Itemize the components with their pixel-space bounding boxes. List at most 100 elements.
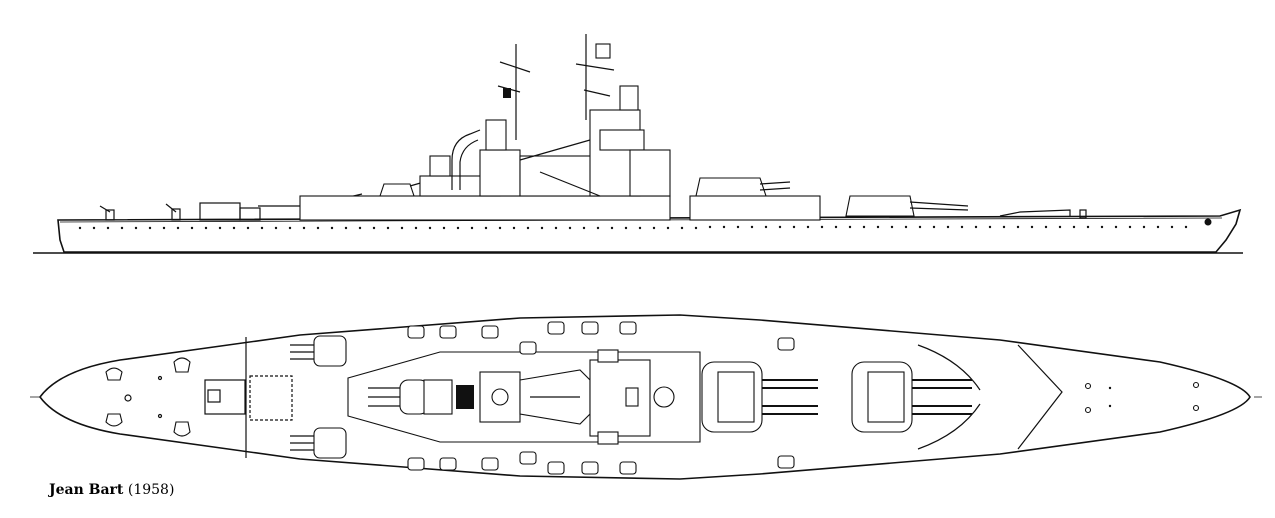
side-profile-view — [33, 34, 1243, 254]
porthole — [1114, 225, 1118, 229]
porthole — [526, 226, 530, 230]
porthole — [582, 226, 586, 230]
porthole — [722, 225, 726, 229]
porthole — [498, 226, 502, 230]
aa-mount — [581, 321, 599, 335]
aft-deck-fittings — [99, 202, 300, 221]
porthole — [960, 225, 964, 229]
aft-gun-mounts — [105, 357, 191, 437]
porthole — [890, 225, 894, 229]
masts — [497, 34, 615, 140]
porthole — [1184, 225, 1188, 229]
porthole — [596, 226, 600, 230]
porthole — [1072, 225, 1076, 229]
aa-mount — [439, 457, 457, 471]
drawing-caption: Jean Bart (1958) — [49, 482, 174, 498]
aa-mount — [777, 337, 795, 351]
porthole — [372, 226, 376, 230]
porthole — [134, 226, 138, 230]
porthole — [624, 226, 628, 230]
porthole — [218, 226, 222, 230]
porthole — [330, 226, 334, 230]
porthole — [386, 226, 390, 230]
porthole — [680, 226, 684, 230]
funnel-top — [456, 385, 474, 409]
porthole — [862, 225, 866, 229]
superstructure — [299, 85, 671, 221]
porthole — [638, 226, 642, 230]
porthole — [946, 225, 950, 229]
porthole — [260, 226, 264, 230]
aa-mount — [519, 341, 537, 355]
porthole — [288, 226, 292, 230]
porthole — [246, 226, 250, 230]
porthole — [512, 226, 516, 230]
porthole — [1170, 225, 1174, 229]
porthole — [834, 225, 838, 229]
porthole — [470, 226, 474, 230]
porthole — [92, 226, 96, 230]
aa-mount — [481, 457, 499, 471]
porthole — [1044, 225, 1048, 229]
porthole — [610, 226, 614, 230]
porthole — [1058, 225, 1062, 229]
aa-mount — [439, 325, 457, 339]
aa-mount — [777, 455, 795, 469]
porthole — [1100, 225, 1104, 229]
porthole — [792, 225, 796, 229]
portholes — [78, 225, 1188, 230]
aa-mount — [547, 321, 565, 335]
porthole — [176, 226, 180, 230]
porthole — [736, 225, 740, 229]
porthole — [274, 226, 278, 230]
porthole — [652, 226, 656, 230]
superstructure-plan — [423, 349, 675, 445]
porthole — [778, 225, 782, 229]
porthole — [694, 226, 698, 230]
porthole — [1142, 225, 1146, 229]
porthole — [400, 226, 404, 230]
porthole — [456, 226, 460, 230]
porthole — [848, 225, 852, 229]
aa-mount — [407, 325, 425, 339]
porthole — [428, 226, 432, 230]
plan-view — [30, 314, 1262, 480]
porthole — [106, 226, 110, 230]
porthole — [918, 225, 922, 229]
aa-mount — [407, 457, 425, 471]
porthole — [302, 226, 306, 230]
porthole — [190, 226, 194, 230]
porthole — [484, 226, 488, 230]
porthole — [876, 225, 880, 229]
porthole — [120, 226, 124, 230]
aa-mount — [619, 321, 637, 335]
porthole — [904, 225, 908, 229]
forward-fittings — [999, 209, 1087, 219]
porthole — [1156, 225, 1160, 229]
porthole — [932, 225, 936, 229]
bow-breakwater — [1017, 344, 1063, 450]
aa-mount — [481, 325, 499, 339]
aa-mount — [519, 451, 537, 465]
hawse-hole — [1204, 218, 1212, 226]
porthole — [1128, 225, 1132, 229]
porthole — [568, 226, 572, 230]
aa-mounts — [407, 321, 795, 475]
porthole — [1016, 225, 1020, 229]
porthole — [988, 225, 992, 229]
bow-fittings — [1084, 381, 1200, 414]
aa-mount — [619, 461, 637, 475]
porthole — [820, 225, 824, 229]
porthole — [442, 226, 446, 230]
porthole — [414, 226, 418, 230]
main-turrets-plan — [701, 361, 972, 433]
porthole — [1002, 225, 1006, 229]
porthole — [666, 226, 670, 230]
porthole — [974, 225, 978, 229]
porthole — [708, 225, 712, 229]
ship-year: (1958) — [127, 482, 175, 498]
porthole — [148, 226, 152, 230]
porthole — [316, 226, 320, 230]
porthole — [344, 226, 348, 230]
